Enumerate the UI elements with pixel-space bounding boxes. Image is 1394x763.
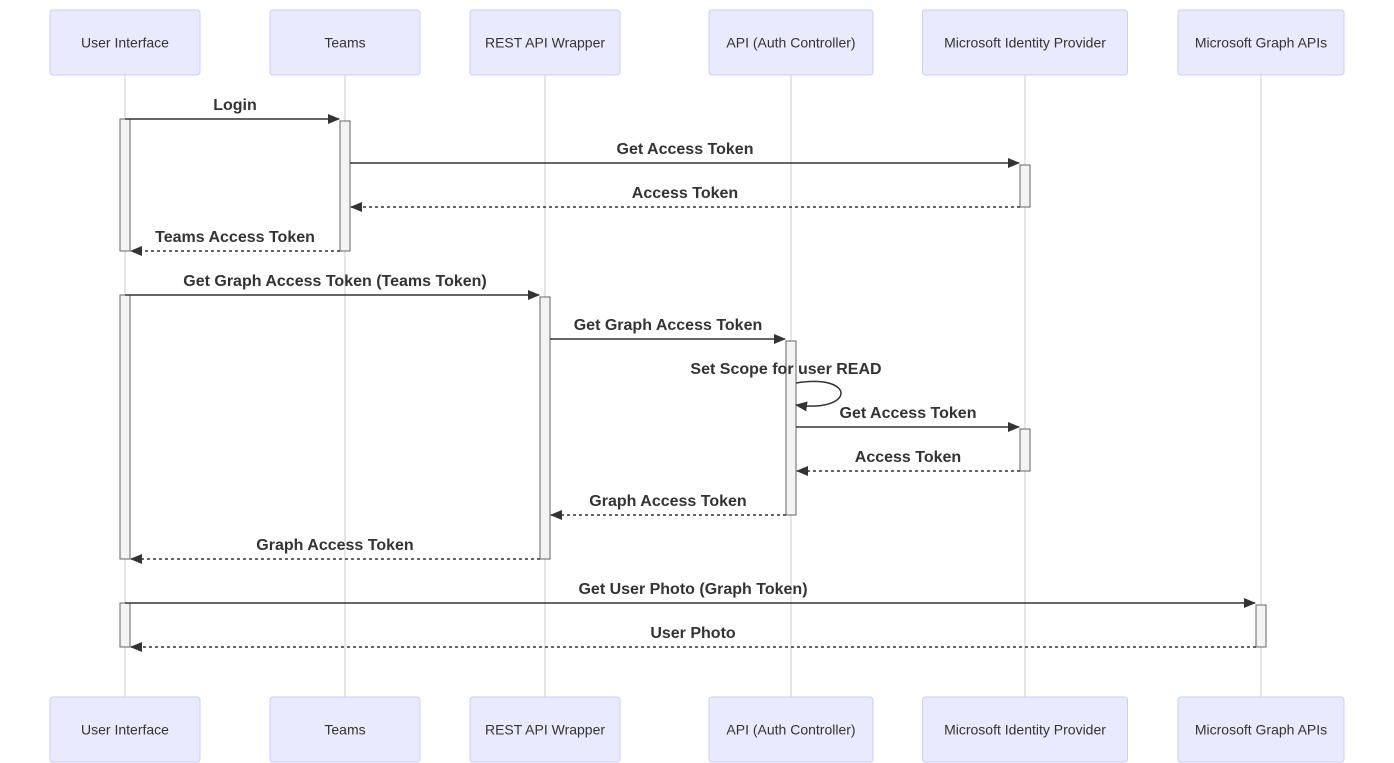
message-label: Access Token (632, 185, 738, 202)
message-5: Get Graph Access Token (Teams Token) (125, 273, 540, 300)
actor-box (708, 696, 874, 763)
message-label: Teams Access Token (155, 229, 315, 246)
actor-label: User Interface (81, 722, 169, 738)
message-10: Graph Access Token (550, 493, 786, 520)
message-label: Get User Photo (Graph Token) (578, 581, 807, 598)
message-6: Get Graph Access Token (550, 317, 786, 344)
actor-teams-top: Teams (269, 9, 421, 76)
actor-box (1177, 9, 1345, 76)
actor-graph-top: Microsoft Graph APIs (1177, 9, 1345, 76)
actor-api-bottom: API (Auth Controller) (708, 696, 874, 763)
message-label: User Photo (650, 625, 736, 642)
actor-box (469, 9, 621, 76)
message-label: Graph Access Token (589, 493, 746, 510)
message-13: User Photo (130, 625, 1256, 652)
actor-label: Microsoft Identity Provider (944, 722, 1106, 738)
actor-label: API (Auth Controller) (726, 722, 855, 738)
actor-teams-bottom: Teams (269, 696, 421, 763)
activation-bar-ui (119, 118, 131, 252)
message-1: Login (125, 97, 340, 124)
activation-bar-teams (339, 120, 351, 252)
message-label: Get Graph Access Token (Teams Token) (183, 273, 487, 290)
message-7: Set Scope for user READ (690, 361, 882, 412)
actor-rest-top: REST API Wrapper (469, 9, 621, 76)
message-8: Get Access Token (796, 405, 1020, 432)
actor-idp-bottom: Microsoft Identity Provider (922, 696, 1128, 763)
actor-label: User Interface (81, 35, 169, 51)
actor-label: Teams (324, 722, 365, 738)
message-9: Access Token (796, 449, 1020, 476)
message-label: Graph Access Token (256, 537, 413, 554)
activation-bar-ui (119, 602, 131, 648)
activation-bar-idp (1019, 428, 1031, 472)
actor-api-top: API (Auth Controller) (708, 9, 874, 76)
message-label: Set Scope for user READ (690, 361, 881, 378)
message-4: Teams Access Token (130, 229, 340, 256)
activation-bar-graph (1255, 604, 1267, 648)
actor-label: Microsoft Graph APIs (1195, 35, 1327, 51)
message-12: Get User Photo (Graph Token) (125, 581, 1256, 608)
activation-bar-idp (1019, 164, 1031, 208)
actor-box (269, 696, 421, 763)
actor-box (708, 9, 874, 76)
actor-ui-bottom: User Interface (49, 696, 201, 763)
actor-box (49, 696, 201, 763)
actor-label: Microsoft Graph APIs (1195, 722, 1327, 738)
actor-label: Microsoft Identity Provider (944, 35, 1106, 51)
actor-rest-bottom: REST API Wrapper (469, 696, 621, 763)
message-label: Get Access Token (840, 405, 977, 422)
self-message-arrow (795, 380, 842, 412)
message-label: Get Graph Access Token (574, 317, 763, 334)
message-2: Get Access Token (350, 141, 1020, 168)
message-label: Access Token (855, 449, 961, 466)
actor-box (269, 9, 421, 76)
actor-idp-top: Microsoft Identity Provider (922, 9, 1128, 76)
actor-box (922, 9, 1128, 76)
actor-label: REST API Wrapper (485, 722, 605, 738)
message-3: Access Token (350, 185, 1020, 212)
actor-box (922, 696, 1128, 763)
message-11: Graph Access Token (130, 537, 540, 564)
activation-bar-rest (539, 296, 551, 560)
actor-box (469, 696, 621, 763)
actor-graph-bottom: Microsoft Graph APIs (1177, 696, 1345, 763)
message-label: Login (213, 97, 257, 114)
actor-label: API (Auth Controller) (726, 35, 855, 51)
activation-bar-ui (119, 294, 131, 560)
actor-label: REST API Wrapper (485, 35, 605, 51)
activation-bar-api (785, 340, 797, 516)
actor-box (1177, 696, 1345, 763)
message-label: Get Access Token (617, 141, 754, 158)
actor-ui-top: User Interface (49, 9, 201, 76)
actor-box (49, 9, 201, 76)
actor-label: Teams (324, 35, 365, 51)
